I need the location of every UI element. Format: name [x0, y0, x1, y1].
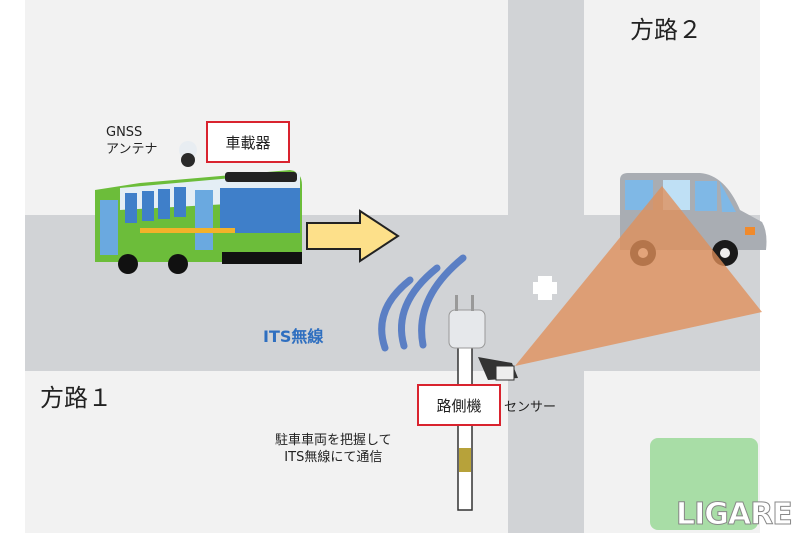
sensor-detection-cone: [515, 186, 762, 366]
description-line2: ITS無線にて通信: [284, 450, 383, 465]
antenna-label-line1: GNSS: [106, 125, 143, 140]
onboard-unit-label: 車載器: [206, 121, 290, 163]
description-line1: 駐車車両を把握して: [275, 433, 392, 448]
roadside-pole: [448, 295, 518, 511]
its-wireless-label: ITS無線: [263, 327, 324, 346]
cross-mark: [533, 276, 557, 300]
wireless-wave-icon: [378, 254, 467, 352]
roadside-unit-label: 路側機: [417, 384, 501, 426]
roadside-description: 駐車車両を把握して ITS無線にて通信: [275, 432, 392, 466]
watermark-logo: LIGARE: [676, 497, 794, 533]
vertical-road: [508, 0, 584, 533]
green-area: [650, 438, 758, 530]
sensor-label: センサー: [504, 400, 557, 415]
antenna-label-line2: アンテナ: [106, 142, 158, 157]
road-2-label: 方路２: [630, 16, 702, 44]
direction-arrow-icon: [306, 209, 400, 263]
gnss-antenna-label: GNSS アンテナ: [106, 124, 157, 158]
bus: [95, 141, 302, 274]
road-1-label: 方路１: [40, 384, 112, 412]
